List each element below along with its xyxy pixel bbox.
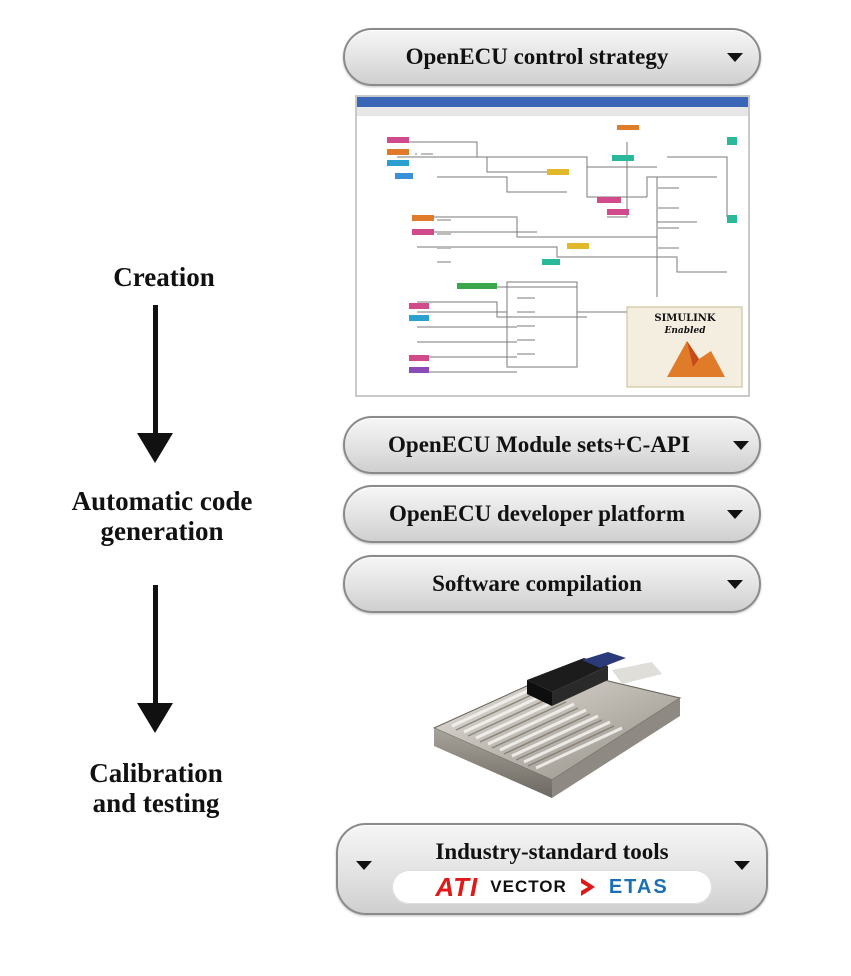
dropdown-caret-icon [727, 510, 743, 519]
simulink-badge-line1: SIMULINK [654, 313, 716, 324]
step-module-sets-label: OpenECU Module sets+C-API [388, 432, 690, 457]
etas-logo: ETAS [608, 875, 669, 898]
vector-logo: VECTOR [490, 877, 567, 896]
stage-calibration: Calibration and testing [6, 758, 306, 818]
step-developer-platform[interactable]: OpenECU developer platform [343, 485, 761, 543]
step-software-compilation-label: Software compilation [432, 571, 642, 596]
simulink-badge-line2: Enabled [664, 326, 707, 336]
dropdown-caret-icon [727, 580, 743, 589]
step-module-sets[interactable]: OpenECU Module sets+C-API [343, 416, 761, 474]
ati-logo: ATI [435, 871, 479, 902]
stage-code-generation-line2: generation [100, 516, 224, 546]
step-control-strategy[interactable]: OpenECU control strategy [343, 28, 761, 86]
step-software-compilation[interactable]: Software compilation [343, 555, 761, 613]
dropdown-caret-icon [733, 441, 749, 450]
stage-creation: Creation [113, 262, 215, 292]
stage-calibration-line1: Calibration [89, 758, 223, 788]
stage-code-generation: Automatic code generation [12, 486, 312, 546]
ecu-hardware-image [412, 630, 694, 815]
ecu-module-illustration [432, 652, 682, 798]
dropdown-caret-icon [727, 53, 743, 62]
simulink-model-screenshot: SIMULINK Enabled [355, 95, 750, 397]
tool-logos: ATI VECTOR ETAS [392, 870, 712, 904]
step-industry-tools-label: Industry-standard tools [435, 839, 669, 864]
dropdown-caret-icon [734, 861, 750, 870]
stage-code-generation-line1: Automatic code [71, 486, 253, 516]
vector-chevron-icon [580, 878, 595, 896]
step-control-strategy-label: OpenECU control strategy [405, 44, 669, 69]
dropdown-caret-left-icon [356, 861, 372, 870]
simulink-diagram-image: SIMULINK Enabled [357, 97, 748, 395]
down-arrow-icon [137, 305, 173, 465]
stage-calibration-line2: and testing [92, 788, 220, 818]
down-arrow-icon [137, 585, 173, 735]
step-developer-platform-label: OpenECU developer platform [388, 501, 685, 526]
